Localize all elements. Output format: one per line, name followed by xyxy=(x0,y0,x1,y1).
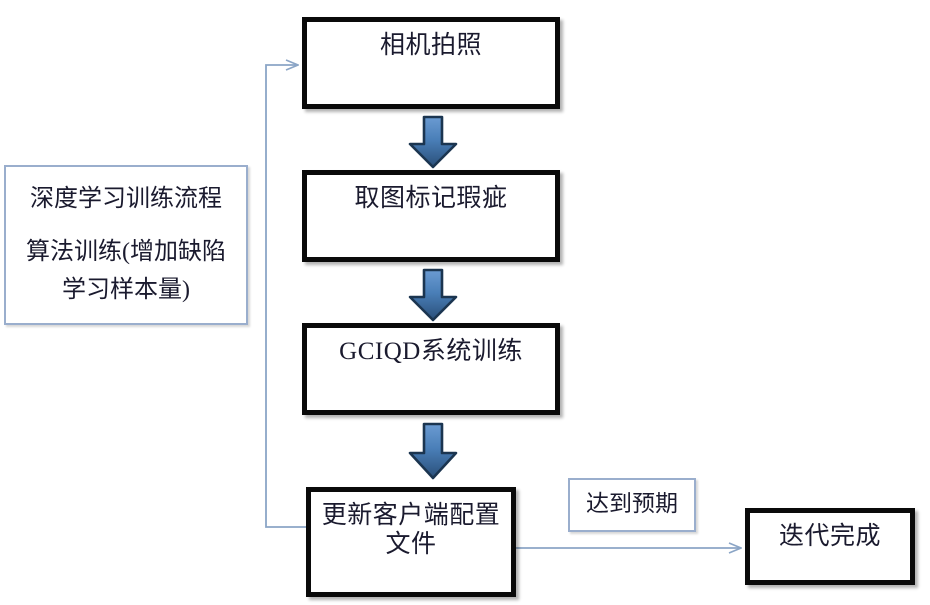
process-box-camera-label: 相机拍照 xyxy=(379,32,482,59)
feedback-loop-arrow-icon xyxy=(265,65,306,528)
edge-label-expect-text: 达到预期 xyxy=(586,491,678,516)
process-box-done[interactable]: 迭代完成 xyxy=(745,508,915,585)
edge-label-expect: 达到预期 xyxy=(568,478,696,532)
process-box-train-label: GCIQD系统训练 xyxy=(339,338,523,365)
process-box-mark[interactable]: 取图标记瑕疵 xyxy=(302,170,560,262)
process-box-mark-label: 取图标记瑕疵 xyxy=(354,185,508,212)
process-box-update-label: 更新客户端配置 文件 xyxy=(321,502,501,558)
process-box-done-label: 迭代完成 xyxy=(778,523,881,550)
process-box-update[interactable]: 更新客户端配置 文件 xyxy=(306,487,516,597)
process-box-train[interactable]: GCIQD系统训练 xyxy=(302,323,560,415)
info-note-body: 算法训练(增加缺陷 学习样本量) xyxy=(26,239,226,303)
down-block-arrow-icon-2 xyxy=(408,268,458,322)
down-block-arrow-icon-1 xyxy=(408,115,458,169)
process-box-camera[interactable]: 相机拍照 xyxy=(302,17,560,109)
info-note-heading: 深度学习训练流程 xyxy=(30,186,222,213)
info-note-box: 深度学习训练流程 算法训练(增加缺陷 学习样本量) xyxy=(4,165,248,325)
down-block-arrow-icon-3 xyxy=(408,422,458,480)
